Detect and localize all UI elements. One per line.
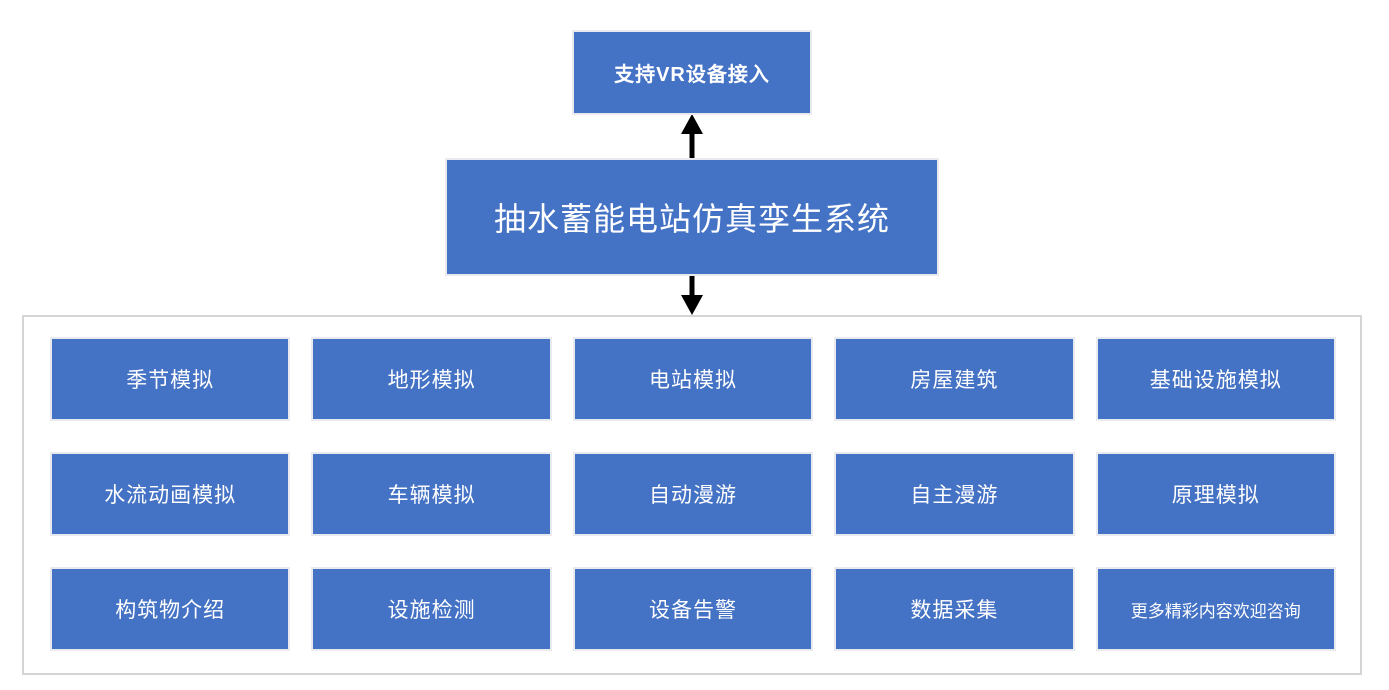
- arrow-up: [681, 114, 703, 158]
- module-structure-introduction: 构筑物介绍: [50, 567, 291, 651]
- module-data-collection: 数据采集: [834, 567, 1075, 651]
- module-free-roam: 自主漫游: [834, 452, 1075, 536]
- modules-container: 季节模拟 地形模拟 电站模拟 房屋建筑 基础设施模拟 水流动画模拟 车辆模拟 自…: [22, 315, 1362, 675]
- module-auto-roam: 自动漫游: [572, 452, 814, 536]
- module-vehicle-simulation: 车辆模拟: [311, 452, 552, 536]
- system-title-label: 抽水蓄能电站仿真孪生系统: [493, 201, 890, 237]
- vr-support-label: 支持VR设备接入: [614, 64, 770, 86]
- module-water-flow-animation: 水流动画模拟: [50, 452, 291, 536]
- system-title-box: 抽水蓄能电站仿真孪生系统: [445, 158, 939, 276]
- module-facility-inspection: 设施检测: [311, 567, 552, 651]
- module-terrain-simulation: 地形模拟: [311, 337, 552, 421]
- module-principle-simulation: 原理模拟: [1095, 452, 1336, 536]
- module-infrastructure-simulation: 基础设施模拟: [1095, 337, 1336, 421]
- module-station-simulation: 电站模拟: [572, 337, 814, 421]
- arrow-down: [681, 276, 703, 315]
- module-equipment-alarm: 设备告警: [572, 567, 814, 651]
- vr-support-box: 支持VR设备接入: [572, 30, 812, 115]
- module-more-content: 更多精彩内容欢迎咨询: [1095, 567, 1336, 651]
- module-season-simulation: 季节模拟: [50, 337, 291, 421]
- module-building-construction: 房屋建筑: [834, 337, 1075, 421]
